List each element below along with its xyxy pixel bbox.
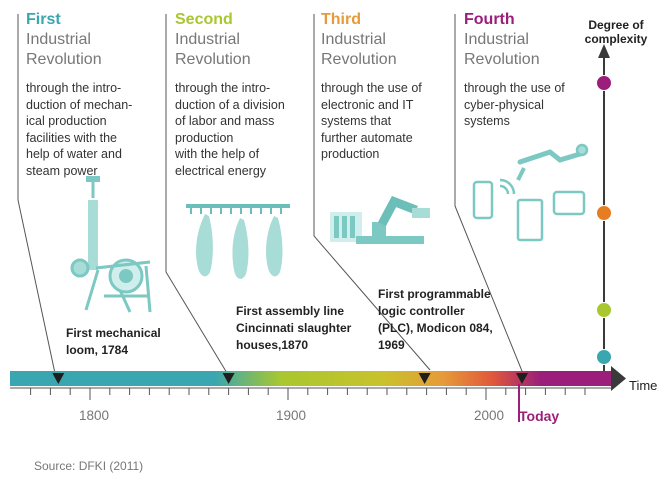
- cyber-physical-devices-icon: [472, 143, 589, 242]
- first-revolution-ordinal: First: [26, 11, 61, 28]
- milestone-plc: First programmable logic controller (PLC…: [378, 287, 493, 352]
- connector-line-third: [313, 14, 431, 371]
- fourth-revolution-ordinal: Fourth: [464, 11, 515, 28]
- first-revolution-title-line1: Industrial: [26, 31, 91, 48]
- second-revolution-column: Second Industrial Revolution through the…: [175, 10, 325, 179]
- today-marker: [516, 373, 528, 384]
- complexity-axis-label: Degree of complexity: [584, 18, 648, 46]
- complexity-axis-arrow: [598, 44, 610, 58]
- first-revolution-description: through the intro- duction of mechan- ic…: [26, 81, 133, 178]
- third-revolution-title-line1: Industrial: [321, 31, 386, 48]
- complexity-level-markers: [596, 75, 612, 365]
- third-revolution-ordinal: Third: [321, 11, 361, 28]
- connector-line-fourth: [454, 14, 525, 377]
- fourth-revolution-title-line2: Revolution: [464, 51, 540, 68]
- timeline-ticks: [30, 388, 586, 400]
- third-revolution-title-line2: Revolution: [321, 51, 397, 68]
- timeline-milestone-markers: [52, 373, 528, 384]
- time-axis-label: Time: [629, 378, 658, 393]
- second-revolution-title-line1: Industrial: [175, 31, 240, 48]
- fourth-revolution-column: Fourth Industrial Revolution through the…: [464, 10, 594, 130]
- complexity-level-3-marker: [596, 205, 612, 221]
- assembly-line-icon: [186, 204, 290, 279]
- second-revolution-title-line2: Revolution: [175, 51, 251, 68]
- third-revolution-column: Third Industrial Revolution through the …: [321, 10, 471, 163]
- complexity-level-2-marker: [596, 302, 612, 318]
- timeline-arrow-head: [611, 366, 626, 391]
- complexity-level-4-marker: [596, 75, 612, 91]
- fourth-revolution-title-line1: Industrial: [464, 31, 529, 48]
- today-label: Today: [519, 408, 560, 424]
- first-revolution-title-line2: Revolution: [26, 51, 102, 68]
- second-revolution-ordinal: Second: [175, 11, 233, 28]
- complexity-level-1-marker: [596, 349, 612, 365]
- milestone-mechanical-loom: First mechanical loom, 1784: [66, 326, 161, 357]
- connector-line-first: [17, 14, 57, 379]
- fourth-revolution-description: through the use of cyber-physical system…: [464, 81, 565, 128]
- milestone-marker-3: [418, 373, 431, 384]
- milestone-marker-2: [222, 373, 235, 384]
- source-caption: Source: DFKI (2011): [34, 459, 144, 473]
- connector-line-second: [165, 14, 231, 379]
- timeline-bar: [10, 371, 612, 386]
- year-label-1900: 1900: [276, 408, 307, 423]
- first-revolution-column: First Industrial Revolution through the …: [26, 10, 176, 179]
- third-revolution-description: through the use of electronic and IT sys…: [321, 81, 422, 161]
- mechanical-loom-icon: [70, 176, 152, 313]
- second-revolution-description: through the intro- duction of a division…: [175, 81, 285, 178]
- year-label-1800: 1800: [79, 408, 110, 423]
- industrial-robot-icon: [330, 196, 430, 244]
- milestone-assembly-line: First assembly line Cincinnati slaughter…: [236, 304, 352, 352]
- year-label-2000: 2000: [474, 408, 505, 423]
- milestone-marker-1: [52, 373, 65, 384]
